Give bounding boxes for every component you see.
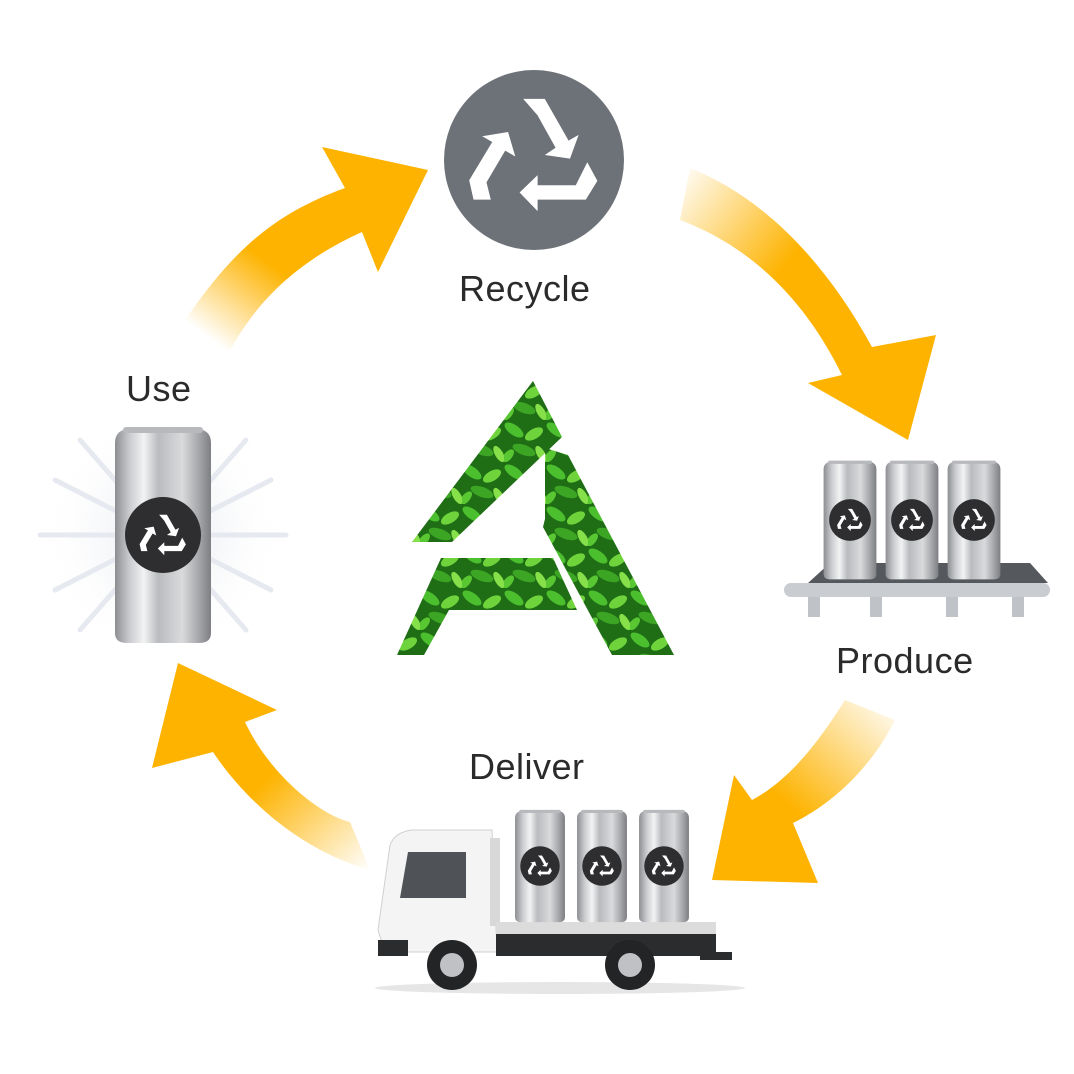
conveyor-cans-icon	[784, 461, 1050, 617]
arrow-recycle-to-produce	[680, 168, 936, 440]
step-label-produce: Produce	[836, 640, 974, 681]
arrow-produce-to-deliver	[712, 700, 895, 883]
can-icon	[37, 410, 289, 660]
step-label-recycle: Recycle	[459, 268, 591, 309]
step-label-deliver: Deliver	[469, 746, 585, 787]
recycle-icon	[444, 70, 624, 250]
leaf-a-logo	[397, 381, 674, 655]
truck-icon	[375, 810, 745, 994]
arrow-use-to-recycle	[185, 147, 428, 360]
step-label-use: Use	[126, 368, 192, 409]
arrow-deliver-to-use	[152, 663, 370, 870]
